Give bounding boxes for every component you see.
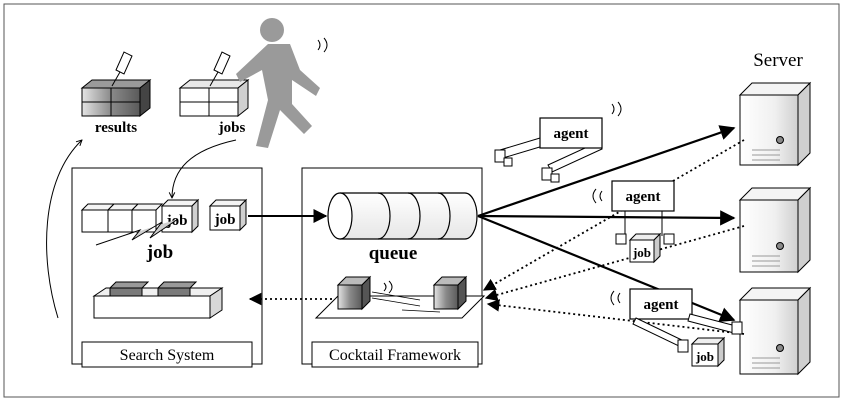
- running-person-icon: [236, 18, 320, 148]
- agent-job-box-3: [690, 336, 726, 368]
- key-icon: [632, 313, 743, 353]
- split-lightning-icon: [95, 218, 179, 246]
- search-system-label: Search System: [120, 347, 215, 364]
- cocktail-framework-label: Cocktail Framework: [329, 347, 461, 364]
- result-platform: [314, 275, 486, 319]
- queue-to-server-1-arrow: [477, 125, 736, 218]
- agent-3: agent job: [610, 288, 743, 368]
- search-system-panel: Search System job job job: [71, 167, 263, 368]
- queue-label: queue: [369, 243, 418, 264]
- job-label-small-2: job: [214, 212, 236, 228]
- results-package: [80, 51, 152, 118]
- return-results-arrow: [46, 140, 82, 319]
- server-label: Server: [753, 50, 803, 71]
- jobs-package: [178, 51, 250, 118]
- queue-to-server-3-arrow: [477, 214, 736, 322]
- server-tower-icon: [738, 186, 812, 274]
- document-tag-icon: [213, 51, 231, 75]
- agent-label-1: agent: [554, 126, 589, 142]
- cocktail-label-box: [311, 341, 479, 368]
- search-system-label-box: [81, 341, 253, 368]
- job-label-big: job: [146, 242, 173, 263]
- outer-frame: [3, 3, 840, 398]
- agent-label-2: agent: [626, 189, 661, 205]
- cocktail-framework-panel: Cocktail Framework queue: [301, 167, 486, 368]
- agent-job-label-3: job: [695, 349, 714, 364]
- server-tower-icon: [738, 81, 812, 167]
- server-tower-icon: [738, 286, 812, 376]
- server-2-return-arrow: [484, 225, 745, 302]
- motion-marks: [317, 37, 328, 53]
- results-tray: [92, 281, 224, 319]
- jobs-label: jobs: [218, 120, 246, 136]
- agent-job-label-2: job: [632, 245, 651, 260]
- queue-to-server-2-arrow: [477, 210, 736, 226]
- agent-job-box-2: [628, 232, 662, 264]
- queue-cylinder: [327, 192, 478, 240]
- document-tag-icon: [115, 51, 133, 75]
- server-1-return-arrow: [482, 139, 745, 291]
- agent-2: agent job: [592, 180, 675, 264]
- results-label: results: [95, 120, 137, 136]
- agent-1: agent: [494, 101, 622, 183]
- job-box-row: [80, 198, 248, 234]
- submit-jobs-arrow: [172, 139, 237, 198]
- job-label-small-1: job: [166, 213, 188, 229]
- agent-label-3: agent: [644, 297, 679, 313]
- key-icon: [615, 211, 675, 245]
